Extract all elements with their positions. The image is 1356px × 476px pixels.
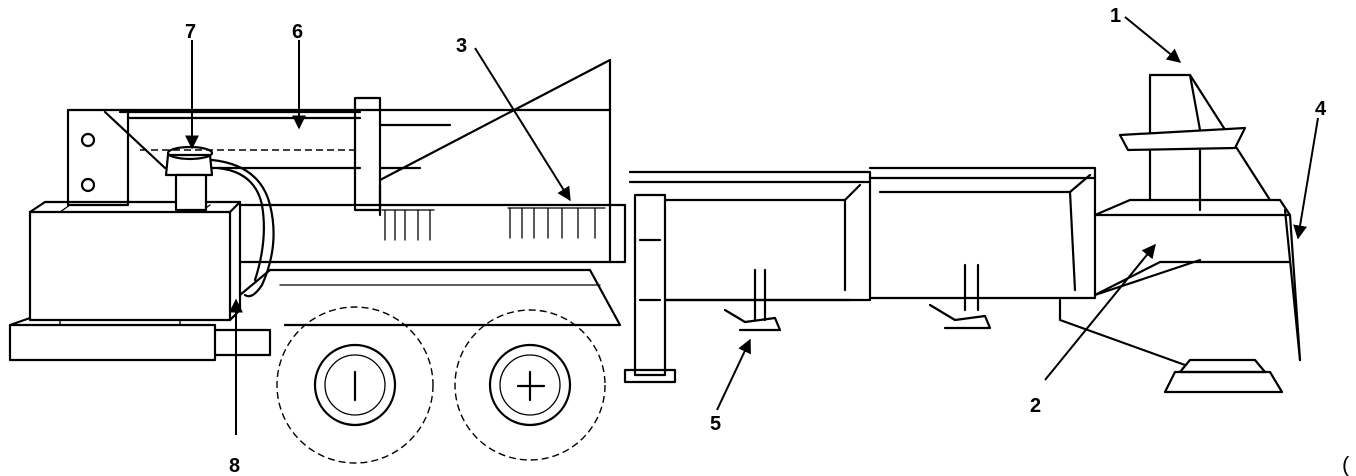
- wheel-rear: [454, 309, 606, 461]
- hydraulic-tank: [28, 200, 242, 322]
- trough-section-2: [868, 166, 1097, 300]
- filter-assembly: [164, 145, 275, 298]
- callout-1: 1: [1110, 5, 1121, 27]
- front-tongue: [1058, 198, 1302, 367]
- wedge-plate: [378, 58, 612, 264]
- callout-4: 4: [1315, 98, 1327, 120]
- front-pad: [1163, 358, 1284, 394]
- wheel-front: [276, 306, 434, 464]
- callout-7: 7: [185, 21, 196, 43]
- main-cylinder: [103, 96, 452, 212]
- callout-8: 8: [229, 455, 240, 476]
- callout-2: 2: [1030, 395, 1041, 417]
- support-jack: [623, 193, 677, 384]
- corner-mark: (: [1342, 452, 1350, 476]
- trough-section-1: [628, 170, 872, 302]
- main-beam: [238, 203, 627, 327]
- callout-6: 6: [292, 21, 303, 43]
- hitch-platform: [8, 316, 272, 362]
- support-brackets: [723, 263, 992, 332]
- callout-5: 5: [710, 413, 721, 435]
- control-valves: [381, 207, 606, 241]
- rear-upright-frame: [66, 108, 612, 207]
- callout-3: 3: [456, 35, 467, 57]
- callout-arrows: [185, 16, 1319, 435]
- upright-tower: [1118, 73, 1272, 212]
